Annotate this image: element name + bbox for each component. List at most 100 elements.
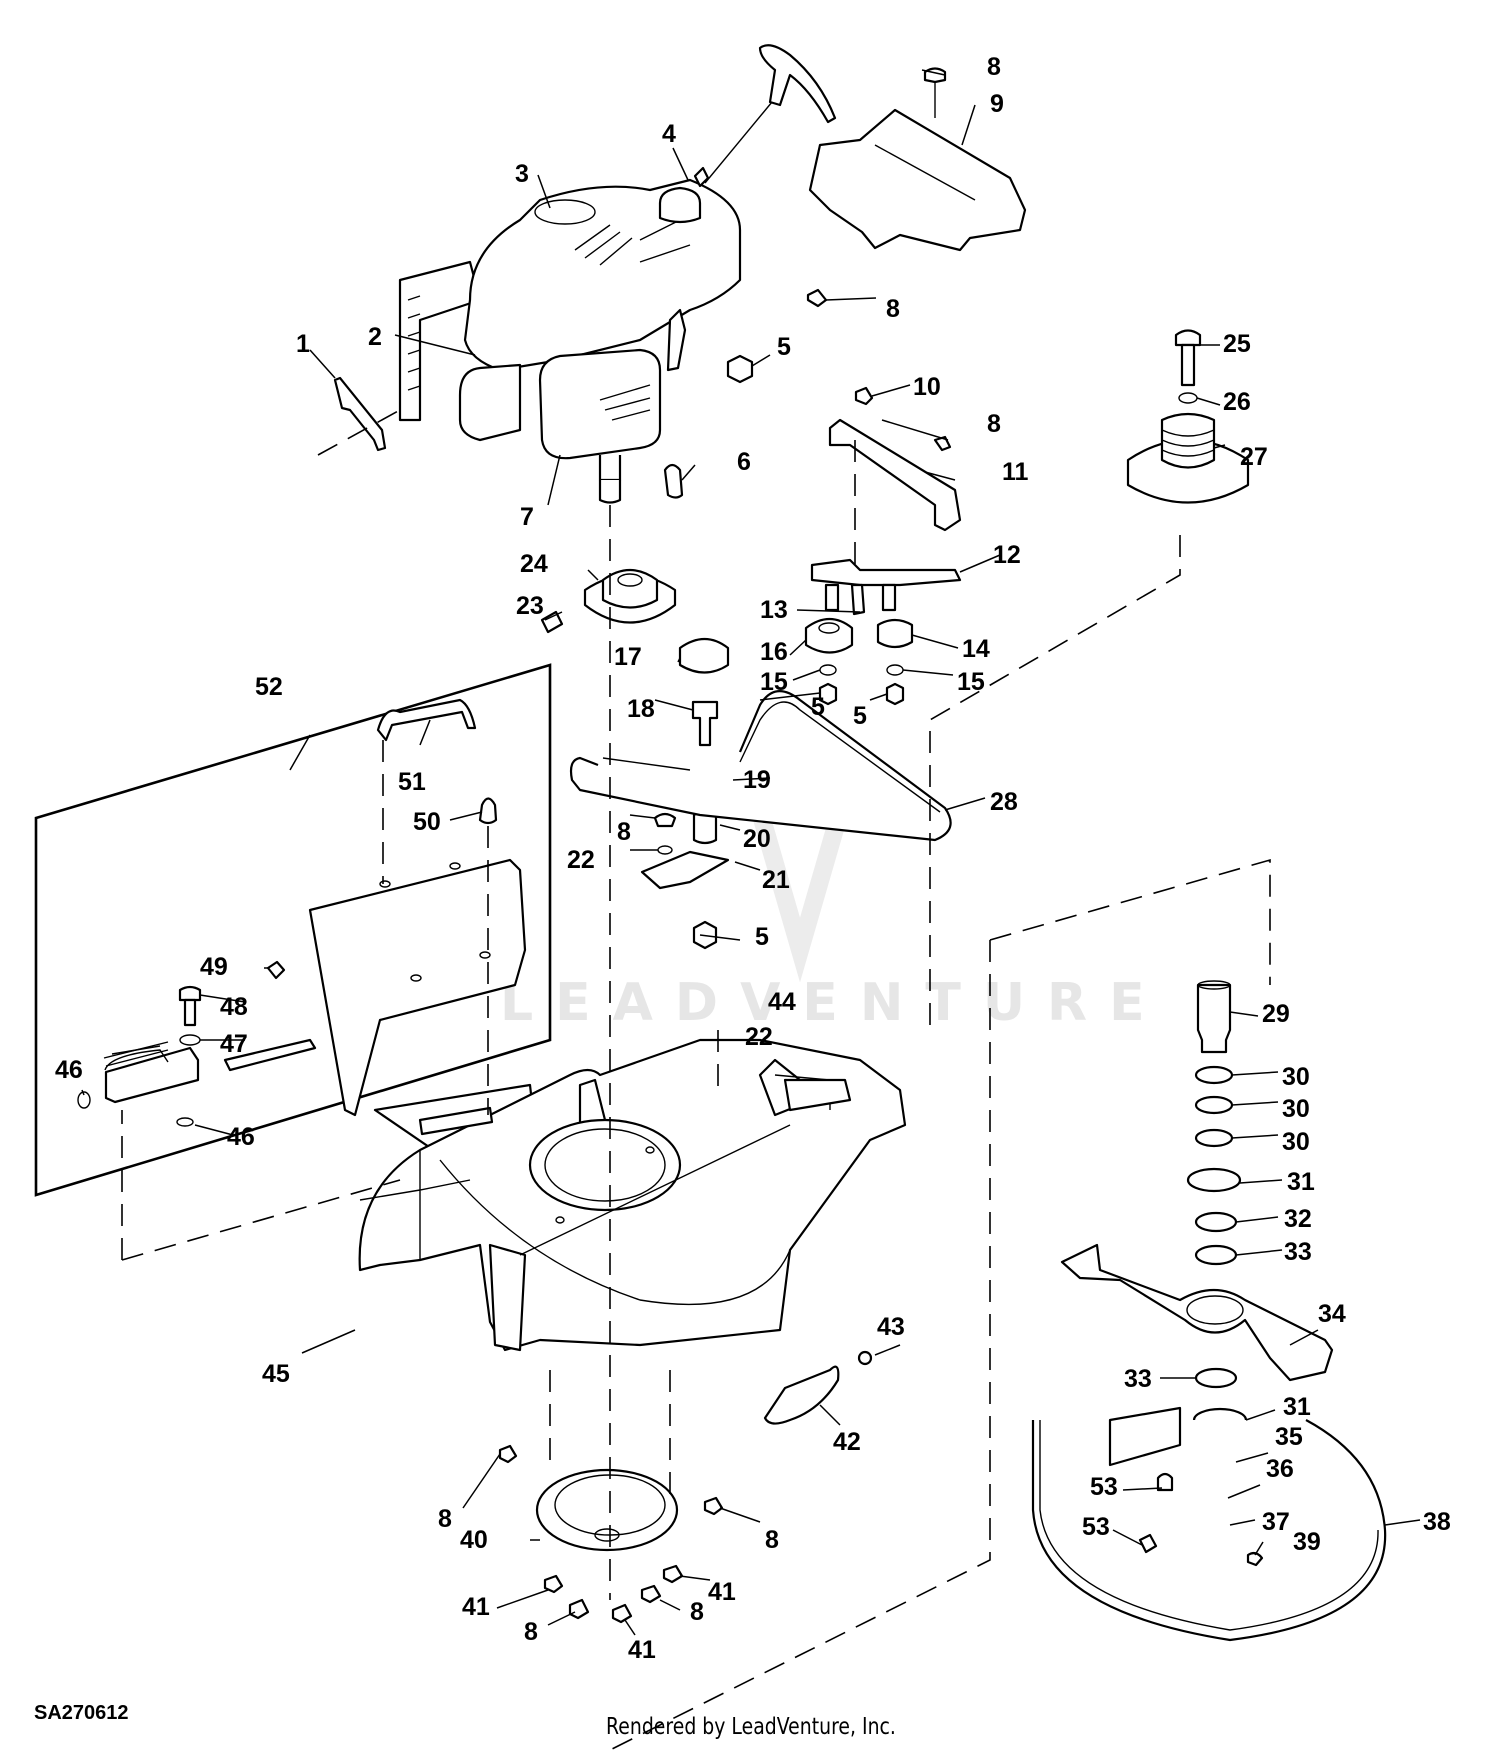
callout-38: 38 (1423, 1508, 1451, 1536)
callout-8: 8 (765, 1526, 779, 1554)
callout-17: 17 (614, 643, 642, 671)
callout-53: 53 (1082, 1513, 1110, 1541)
callout-4: 4 (662, 120, 676, 148)
part-mower-deck[interactable] (358, 1038, 907, 1352)
part-skirt-bracket (1108, 1406, 1182, 1467)
callout-52: 52 (255, 673, 283, 701)
callout-53: 53 (1090, 1473, 1118, 1501)
callout-31: 31 (1287, 1168, 1315, 1196)
callout-8: 8 (524, 1618, 538, 1646)
callout-30: 30 (1282, 1063, 1310, 1091)
callout-8: 8 (886, 295, 900, 323)
callout-15: 15 (957, 668, 985, 696)
callout-29: 29 (1262, 1000, 1290, 1028)
part-drive-belt[interactable] (569, 690, 952, 842)
callout-41: 41 (628, 1636, 656, 1664)
callout-7: 7 (520, 503, 534, 531)
callout-41: 41 (462, 1593, 490, 1621)
callout-13: 13 (760, 596, 788, 624)
watermark-text: LEADVENTURE (500, 973, 1167, 1033)
callout-22: 22 (567, 846, 595, 874)
callout-25: 25 (1223, 330, 1251, 358)
part-drive-pulley[interactable] (540, 568, 677, 634)
callout-1: 1 (296, 330, 310, 358)
callout-32: 32 (1284, 1205, 1312, 1233)
callout-3: 3 (515, 160, 529, 188)
callout-37: 37 (1262, 1508, 1290, 1536)
callout-34: 34 (1318, 1300, 1346, 1328)
part-bumper (478, 797, 498, 825)
callout-28: 28 (990, 788, 1018, 816)
callout-8: 8 (617, 818, 631, 846)
assembly-lines (121, 409, 1271, 1750)
callout-8: 8 (690, 1598, 704, 1626)
callout-2: 2 (368, 323, 382, 351)
callout-49: 49 (200, 953, 228, 981)
callout-50: 50 (413, 808, 441, 836)
callout-14: 14 (962, 635, 990, 663)
part-engine[interactable] (398, 178, 742, 504)
part-chute[interactable] (77, 698, 527, 1127)
callout-42: 42 (833, 1428, 861, 1456)
callout-39: 39 (1293, 1528, 1321, 1556)
callout-5: 5 (755, 923, 769, 951)
callout-35: 35 (1275, 1423, 1303, 1451)
part-side-deflector[interactable] (763, 1350, 873, 1425)
callout-36: 36 (1266, 1455, 1294, 1483)
part-starter-handle[interactable] (693, 44, 837, 188)
callout-8: 8 (438, 1505, 452, 1533)
part-blade-pulley[interactable] (1126, 329, 1250, 504)
part-mower-blade[interactable] (1060, 1243, 1334, 1382)
callout-33: 33 (1124, 1365, 1152, 1393)
callout-9: 9 (990, 90, 1004, 118)
callout-27: 27 (1240, 443, 1268, 471)
callout-5: 5 (777, 333, 791, 361)
part-idler-pulleys[interactable] (804, 583, 914, 706)
part-woodruff-key[interactable] (663, 463, 684, 499)
part-engine-cover[interactable] (808, 67, 1027, 252)
callout-20: 20 (743, 825, 771, 853)
part-hinge-plate (418, 1106, 494, 1136)
callout-8: 8 (987, 410, 1001, 438)
render-credit: Rendered by LeadVenture, Inc. (606, 1714, 896, 1740)
callout-24: 24 (520, 550, 548, 578)
callout-30: 30 (1282, 1095, 1310, 1123)
leader-lines (81, 69, 1421, 1636)
callout-12: 12 (993, 541, 1021, 569)
part-chute-handle (376, 698, 477, 742)
callout-22: 22 (745, 1023, 773, 1051)
callout-10: 10 (913, 373, 941, 401)
callout-41: 41 (708, 1578, 736, 1606)
callout-45: 45 (262, 1360, 290, 1388)
diagram-id: SA270612 (34, 1702, 129, 1724)
chute-assembly-frame (34, 663, 552, 1197)
callout-47: 47 (220, 1030, 248, 1058)
callout-43: 43 (877, 1313, 905, 1341)
callout-44: 44 (768, 988, 796, 1016)
callout-40: 40 (460, 1526, 488, 1554)
callout-15: 15 (760, 668, 788, 696)
callout-5: 5 (853, 702, 867, 730)
callout-6: 6 (737, 448, 751, 476)
callout-5: 5 (811, 693, 825, 721)
callout-46: 46 (227, 1123, 255, 1151)
callout-33: 33 (1284, 1238, 1312, 1266)
part-deck-skirt[interactable] (1031, 1406, 1387, 1642)
callout-18: 18 (627, 695, 655, 723)
callout-21: 21 (762, 866, 790, 894)
callout-31: 31 (1283, 1393, 1311, 1421)
callout-16: 16 (760, 638, 788, 666)
part-nut[interactable] (726, 354, 754, 384)
part-blade-adapter[interactable] (1196, 980, 1232, 1054)
callout-30: 30 (1282, 1128, 1310, 1156)
part-clip[interactable] (333, 376, 387, 452)
callout-46: 46 (55, 1056, 83, 1084)
callout-48: 48 (220, 993, 248, 1021)
part-bearing-housing[interactable] (498, 1444, 724, 1624)
callout-labels: 1 2 3 4 5 5 5 5 6 7 8 8 8 8 8 8 8 8 9 10… (55, 53, 1451, 1664)
callout-19: 19 (743, 766, 771, 794)
callout-23: 23 (516, 592, 544, 620)
callout-8: 8 (987, 53, 1001, 81)
callout-26: 26 (1223, 388, 1251, 416)
